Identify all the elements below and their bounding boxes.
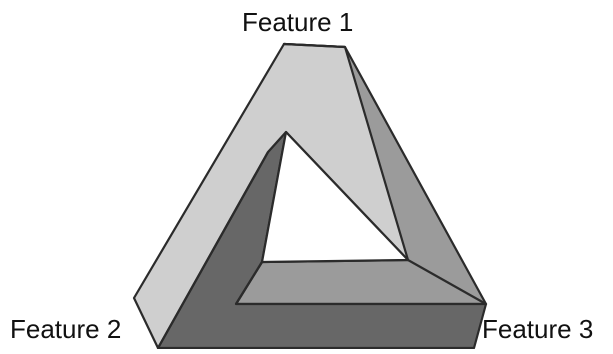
feature-3-label: Feature 3 [482, 316, 593, 342]
feature-2-label: Feature 2 [10, 316, 121, 342]
feature-1-label: Feature 1 [242, 9, 353, 35]
